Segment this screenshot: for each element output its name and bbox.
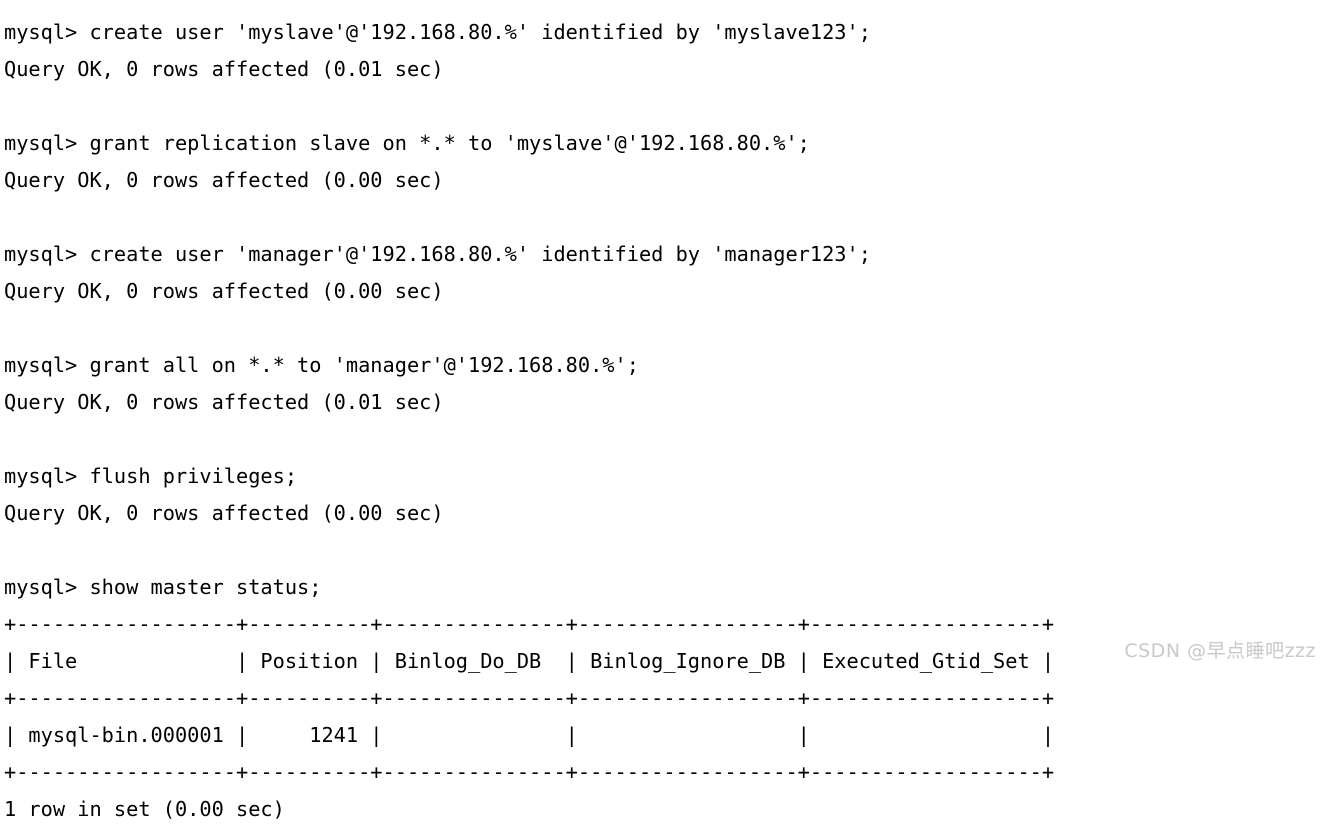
table-border-top: +------------------+----------+---------… <box>4 612 1055 636</box>
terminal-command-line: mysql> grant all on *.* to 'manager'@'19… <box>4 353 639 377</box>
terminal-command-line: mysql> grant replication slave on *.* to… <box>4 131 810 155</box>
table-border-header: +------------------+----------+---------… <box>4 686 1055 710</box>
terminal-result-line: Query OK, 0 rows affected (0.00 sec) <box>4 279 444 303</box>
terminal-blank-line <box>4 310 1328 347</box>
table-row: | mysql-bin.000001 | 1241 | | | | <box>4 723 1055 747</box>
terminal-output: mysql> create user 'myslave'@'192.168.80… <box>4 20 1328 821</box>
terminal-command-line: mysql> flush privileges; <box>4 464 298 488</box>
table-border-bottom: +------------------+----------+---------… <box>4 760 1055 784</box>
terminal-footer-line: 1 row in set (0.00 sec) <box>4 797 285 821</box>
terminal-result-line: Query OK, 0 rows affected (0.00 sec) <box>4 501 444 525</box>
terminal-result-line: Query OK, 0 rows affected (0.01 sec) <box>4 390 444 414</box>
terminal-blank-line <box>4 421 1328 458</box>
terminal-blank-line <box>4 532 1328 569</box>
terminal-blank-line <box>4 199 1328 236</box>
terminal-command-line: mysql> show master status; <box>4 575 322 599</box>
table-header-row: | File | Position | Binlog_Do_DB | Binlo… <box>4 649 1055 673</box>
terminal-result-line: Query OK, 0 rows affected (0.01 sec) <box>4 57 444 81</box>
terminal-result-line: Query OK, 0 rows affected (0.00 sec) <box>4 168 444 192</box>
csdn-watermark: CSDN @早点睡吧zzz <box>1124 640 1316 662</box>
terminal-command-line: mysql> create user 'myslave'@'192.168.80… <box>4 20 871 44</box>
terminal-command-line: mysql> create user 'manager'@'192.168.80… <box>4 242 871 266</box>
terminal-blank-line <box>4 88 1328 125</box>
